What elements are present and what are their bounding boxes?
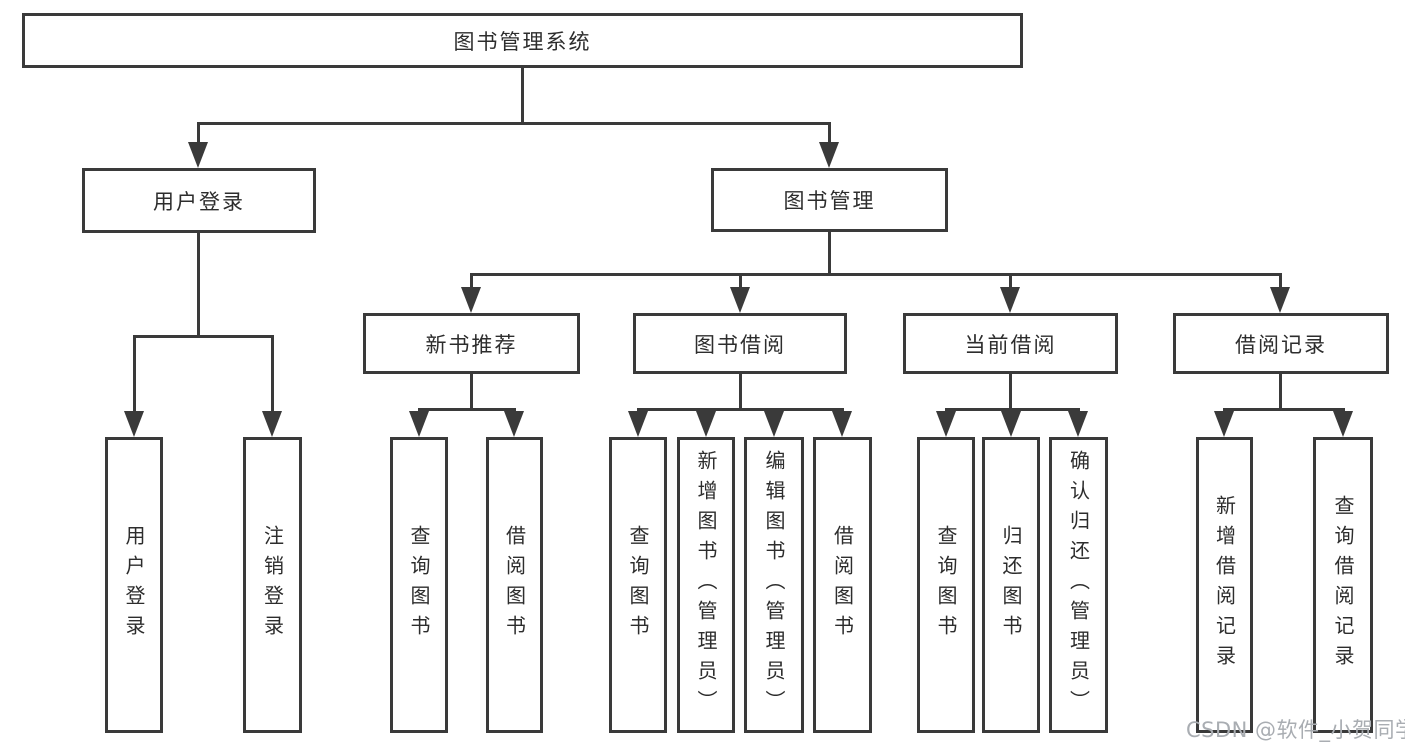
node-new-book-recommend: 新书推荐	[363, 313, 580, 374]
leaf-borrow-book-label: 借阅图书	[830, 525, 855, 645]
connector-new-book-trunk	[470, 372, 473, 411]
connector-borrow-record-trunk	[1279, 372, 1282, 411]
node-current-borrow: 当前借阅	[903, 313, 1118, 374]
node-root-label: 图书管理系统	[453, 29, 592, 54]
arrow-g4-1	[936, 411, 956, 437]
leaf-borrow-query-book-label: 查询图书	[626, 525, 650, 645]
arrow-g3-1	[628, 411, 648, 437]
arrow-user-login	[188, 142, 208, 168]
node-user-login: 用户登录	[82, 168, 316, 233]
arrow-current-borrow	[1000, 287, 1020, 313]
connector-level3-bus	[470, 273, 1282, 276]
arrow-g3-3	[764, 411, 784, 437]
leaf-recommend-query-book: 查询图书	[390, 437, 448, 733]
arrow-g2-2	[504, 411, 524, 437]
leaf-borrow-book: 借阅图书	[813, 437, 872, 733]
leaf-user-login-label: 用户登录	[122, 525, 146, 645]
connector-drop-leaf-logout	[271, 335, 274, 415]
node-user-login-label: 用户登录	[153, 189, 245, 214]
arrow-g3-2	[696, 411, 716, 437]
connector-current-borrow-trunk	[1009, 372, 1012, 411]
node-borrow-record: 借阅记录	[1173, 313, 1389, 374]
arrow-g5-2	[1333, 411, 1353, 437]
leaf-recommend-borrow-book-label: 借阅图书	[502, 525, 527, 645]
leaf-return-book-label: 归还图书	[999, 525, 1023, 645]
node-book-management-label: 图书管理	[783, 189, 876, 213]
arrow-g4-3	[1068, 411, 1088, 437]
arrow-leaf-logout	[262, 411, 282, 437]
node-book-borrow: 图书借阅	[633, 313, 847, 374]
leaf-recommend-borrow-book: 借阅图书	[486, 437, 543, 733]
connector-drop-leaf-login	[133, 335, 136, 415]
connector-root-trunk	[521, 66, 524, 124]
arrow-g2-1	[409, 411, 429, 437]
leaf-edit-book-admin: 编辑图书（管理员）	[744, 437, 804, 733]
leaf-add-borrow-record: 新增借阅记录	[1196, 437, 1253, 733]
connector-level2-bus	[197, 122, 831, 125]
leaf-edit-book-admin-label: 编辑图书（管理员）	[762, 450, 786, 720]
arrow-borrow-record	[1270, 287, 1290, 313]
leaf-logout: 注销登录	[243, 437, 302, 733]
node-book-borrow-label: 图书借阅	[694, 332, 786, 357]
connector-new-book-bus	[418, 408, 516, 411]
leaf-confirm-return-admin-label: 确认归还（管理员）	[1066, 450, 1091, 720]
leaf-current-query-book-label: 查询图书	[934, 525, 958, 645]
node-borrow-record-label: 借阅记录	[1235, 332, 1327, 357]
leaf-add-borrow-record-label: 新增借阅记录	[1212, 495, 1237, 675]
arrow-g3-4	[832, 411, 852, 437]
arrow-book-borrow	[730, 287, 750, 313]
connector-drop-user-login	[197, 122, 200, 146]
arrow-book-management	[819, 142, 839, 168]
connector-book-management-trunk	[828, 230, 831, 275]
watermark: CSDN @软件_小贺同学	[1186, 718, 1405, 742]
connector-drop-borrow-record	[1279, 273, 1282, 291]
leaf-current-query-book: 查询图书	[917, 437, 975, 733]
connector-user-login-trunk	[197, 231, 200, 337]
leaf-borrow-query-book: 查询图书	[609, 437, 667, 733]
connector-drop-new-book	[470, 273, 473, 291]
connector-user-login-bus	[133, 335, 274, 338]
arrow-new-book	[461, 287, 481, 313]
node-new-book-recommend-label: 新书推荐	[425, 332, 518, 357]
arrow-g5-1	[1214, 411, 1234, 437]
leaf-return-book: 归还图书	[982, 437, 1040, 733]
node-current-borrow-label: 当前借阅	[964, 332, 1057, 357]
leaf-user-login: 用户登录	[105, 437, 163, 733]
arrow-g4-2	[1001, 411, 1021, 437]
connector-drop-current-borrow	[1009, 273, 1012, 291]
connector-book-borrow-trunk	[739, 372, 742, 411]
connector-drop-book-management	[828, 122, 831, 146]
leaf-recommend-query-book-label: 查询图书	[407, 525, 431, 645]
leaf-logout-label: 注销登录	[260, 525, 285, 645]
connector-drop-book-borrow	[739, 273, 742, 291]
leaf-add-book-admin-label: 新增图书（管理员）	[694, 450, 718, 720]
connector-borrow-record-bus	[1223, 408, 1344, 411]
connector-book-borrow-bus	[637, 408, 844, 411]
leaf-query-borrow-record-label: 查询借阅记录	[1331, 495, 1355, 675]
arrow-leaf-login	[124, 411, 144, 437]
leaf-query-borrow-record: 查询借阅记录	[1313, 437, 1373, 733]
node-root: 图书管理系统	[22, 13, 1023, 68]
node-book-management: 图书管理	[711, 168, 948, 232]
leaf-confirm-return-admin: 确认归还（管理员）	[1049, 437, 1108, 733]
leaf-add-book-admin: 新增图书（管理员）	[677, 437, 735, 733]
